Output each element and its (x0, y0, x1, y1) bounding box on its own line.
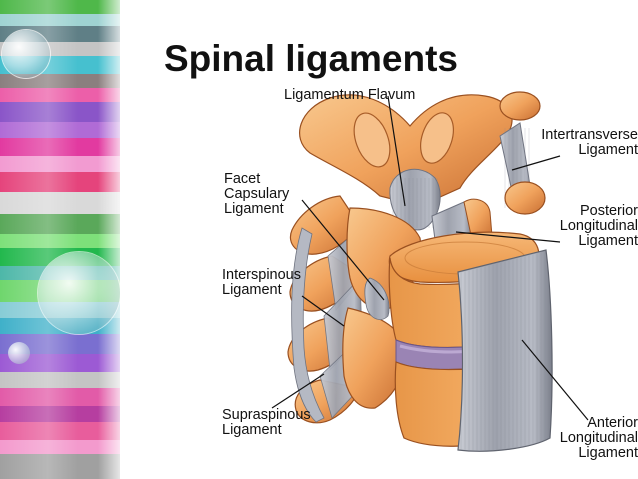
superior-articular-facet (420, 112, 454, 164)
leader-lines (271, 95, 589, 421)
label-intertransverse-ligament: Intertransverse Ligament (541, 127, 638, 158)
label-supraspinous-ligament: Supraspinous Ligament (222, 407, 311, 438)
label-interspinous-ligament: Interspinous Ligament (222, 267, 301, 298)
decorative-stripe-border (0, 0, 120, 479)
vertebral-column-drawing (271, 91, 589, 452)
bubble-decoration (2, 30, 50, 78)
label-facet-capsulary-ligament: Facet Capsulary Ligament (224, 171, 290, 217)
label-anterior-longitudinal-ligament: Anterior Longitudinal Ligament (559, 415, 638, 461)
bubble-decoration (38, 252, 120, 334)
label-posterior-longitudinal-ligament: Posterior Longitudinal Ligament (559, 203, 638, 249)
label-ligamentum-flavum: Ligamentum Flavum (284, 87, 416, 103)
bubble-decoration (8, 342, 30, 364)
vertebral-arch (342, 307, 407, 409)
slide-title: Spinal ligaments (164, 38, 459, 79)
superior-articular-facet (353, 112, 391, 168)
facet-capsule-shape (364, 277, 390, 320)
spine-ligaments-illustration: Ligamentum Flavum Intertransverse Ligame… (220, 78, 638, 479)
transverse-process-tip (499, 91, 541, 121)
